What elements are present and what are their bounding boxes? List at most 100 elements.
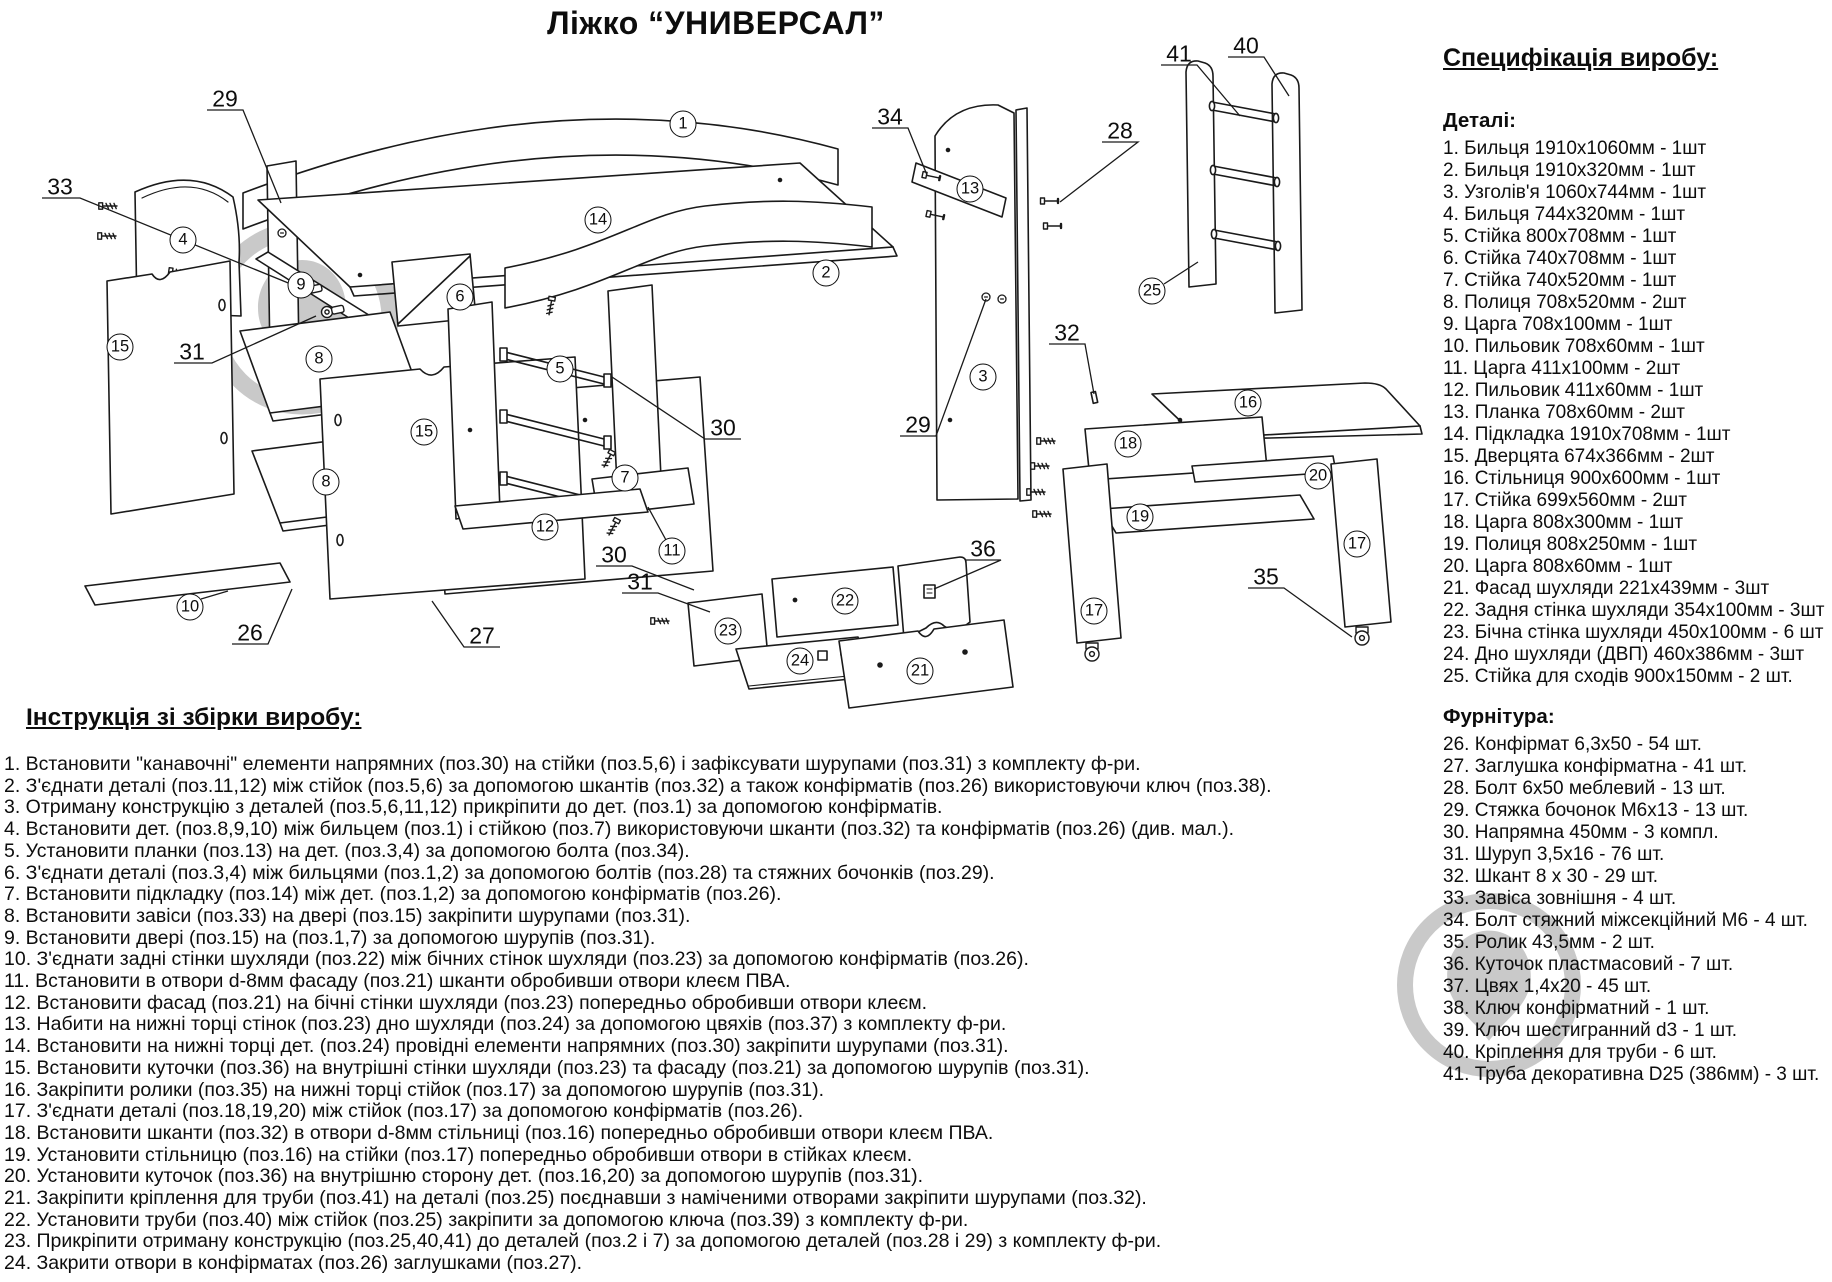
leader-line-25 (1163, 261, 1199, 285)
spec-part-item: 4. Бильця 744х320мм - 1шт (1443, 204, 1686, 225)
spec-hardware-item: 35. Ролик 43,5мм - 2 шт. (1443, 932, 1655, 953)
spec-part-item: 18. Царга 808х300мм - 1шт (1443, 512, 1684, 533)
corner-bracket (923, 584, 936, 599)
leader-line-34 (872, 127, 928, 176)
spec-part-item: 24. Дно шухляди (ДВП) 460х386мм - 3шт (1443, 644, 1805, 665)
instruction-step: 21. Закріпити кріплення для труби (поз.4… (4, 1187, 1147, 1210)
assembly-instructions: Інструкція зі збірки виробу: 1. Встанови… (4, 704, 1440, 1275)
instruction-step: 4. Встановити дет. (поз.8,9,10) між биль… (4, 818, 1235, 841)
spec-part-item: 5. Стійка 800х708мм - 1шт (1443, 226, 1677, 247)
spec-hardware-item: 27. Заглушка конфірматна - 41 шт. (1443, 756, 1748, 777)
spec-part-item: 11. Царга 411х100мм - 2шт (1443, 358, 1681, 379)
instruction-step: 10. З'єднати задні стінки шухляди (поз.2… (4, 948, 1029, 971)
instruction-step: 2. З'єднати деталі (поз.11,12) між стійо… (4, 774, 1272, 797)
spec-hardware-item: 39. Ключ шестигранний d3 - 1 шт. (1443, 1020, 1738, 1041)
spec-part-item: 25. Стійка для сходів 900х150мм - 2 шт. (1443, 666, 1793, 687)
leader-line-31 (622, 592, 711, 613)
leader-line-40 (1228, 56, 1290, 97)
leader-line-26 (232, 588, 293, 645)
spec-heading: Специфікація виробу: (1443, 44, 1719, 72)
part-22-drawer-back (771, 566, 899, 638)
spec-hardware-item: 28. Болт 6х50 меблевий - 13 шт. (1443, 778, 1726, 799)
spec-part-item: 10. Пильовик 708х60мм - 1шт (1443, 336, 1705, 357)
instruction-step: 16. Закріпити ролики (поз.35) на нижні т… (4, 1078, 824, 1101)
instruction-step: 11. Встановити в отвори d-8мм фасаду (по… (4, 970, 791, 993)
part-3-uzgolivya (934, 104, 1019, 501)
instruction-step: 7. Встановити підкладку (поз.14) між дет… (4, 883, 782, 906)
instruction-step: 20. Установити куточок (поз.36) на внутр… (4, 1165, 924, 1188)
instruction-step: 5. Установити планки (поз.13) на дет. (п… (4, 839, 690, 862)
spec-hardware-item: 36. Куточок пластмасовий - 7 шт. (1443, 954, 1734, 975)
spec-hardware-item: 33. Завіса зовнішня - 4 шт. (1443, 888, 1677, 909)
spec-part-item: 3. Узголів'я 1060х744мм - 1шт (1443, 182, 1707, 203)
spec-part-item: 8. Полиця 708х520мм - 2шт (1443, 292, 1687, 313)
instruction-step: 8. Встановити завіси (поз.33) на двері (… (4, 904, 691, 927)
instruction-step: 13. Набити на нижні торці стінок (поз.23… (4, 1013, 1007, 1036)
leader-line-32 (1049, 343, 1095, 395)
leader-line-27 (431, 600, 500, 648)
spec-hardware-item: 41. Труба декоративна D25 (386мм) - 3 шт… (1443, 1064, 1820, 1085)
spec-part-item: 9. Царга 708х100мм - 1шт (1443, 314, 1673, 335)
spec-hardware-item: 29. Стяжка бочонок М6х13 - 13 шт. (1443, 800, 1749, 821)
spec-part-item: 13. Планка 708х60мм - 2шт (1443, 402, 1685, 423)
part-10-pylovyk (84, 562, 291, 606)
spec-part-item: 6. Стійка 740х708мм - 1шт (1443, 248, 1677, 269)
spec-part-item: 17. Стійка 699х560мм - 2шт (1443, 490, 1687, 511)
instruction-step: 15. Встановити куточки (поз.36) на внутр… (4, 1056, 1090, 1079)
part-17-stiyka (1330, 458, 1392, 628)
spec-hardware-item: 31. Шуруп 3,5х16 - 76 шт. (1443, 844, 1665, 865)
instruction-step: 3. Отриману конструкцію з деталей (поз.5… (4, 796, 943, 819)
part-21-drawer-front (838, 619, 1014, 709)
part-2-bilets (504, 200, 873, 309)
instruction-step: 9. Встановити двері (поз.15) на (поз.1,7… (4, 926, 656, 949)
spec-part-item: 21. Фасад шухляди 221х439мм - 3шт (1443, 578, 1770, 599)
spec-part-item: 1. Бильця 1910х1060мм - 1шт (1443, 138, 1707, 159)
leader-line-35 (1248, 587, 1353, 638)
spec-hardware-item: 38. Ключ конфірматний - 1 шт. (1443, 998, 1710, 1019)
leader-line-33 (42, 197, 304, 290)
leader-line-29 (207, 109, 282, 204)
instruction-step: 17. З'єднати деталі (поз.18,19,20) між с… (4, 1100, 804, 1123)
leader-line-28 (1059, 141, 1140, 203)
specification-panel: Специфікація виробу: Деталі: 1. Бильця 1… (1443, 44, 1831, 1103)
spec-part-item: 2. Бильця 1910х320мм - 1шт (1443, 160, 1696, 181)
spec-hardware-item: 26. Конфірмат 6,3х50 - 54 шт. (1443, 734, 1702, 755)
instruction-step: 12. Встановити фасад (поз.21) на бічні с… (4, 991, 928, 1014)
spec-part-item: 20. Царга 808х60мм - 1шт (1443, 556, 1673, 577)
spec-part-item: 14. Підкладка 1910х708мм - 1шт (1443, 424, 1731, 445)
leader-line-11 (647, 506, 667, 541)
parts-heading: Деталі: (1443, 109, 1516, 132)
leader-line-30 (596, 565, 695, 591)
part-1-bilets (242, 118, 839, 230)
spec-part-item: 22. Задня стінка шухляди 354х100мм - 3шт (1443, 600, 1825, 621)
instruction-step: 18. Встановити шканти (поз.32) в отвори … (4, 1121, 994, 1144)
spec-part-item: 7. Стійка 740х520мм - 1шт (1443, 270, 1677, 291)
part-17-stiyka (1062, 463, 1122, 644)
page-title: Ліжко “УНИВЕРСАЛ” (547, 5, 885, 41)
spec-part-item: 16. Стільниця 900х600мм - 1шт (1443, 468, 1721, 489)
leader-line-41 (1161, 64, 1241, 117)
hardware-heading: Фурнітура: (1443, 705, 1555, 728)
instruction-step: 14. Встановити на нижні торці дет. (поз.… (4, 1035, 1009, 1058)
instruction-step: 23. Прикріпити отриману конструкцію (поз… (4, 1230, 1162, 1253)
part-19-shelf (1101, 494, 1315, 534)
leader-line-10 (200, 590, 229, 600)
spec-part-item: 19. Полиця 808х250мм - 1шт (1443, 534, 1698, 555)
callout-leader-lines (42, 56, 1353, 648)
instruction-steps: 1. Встановити "канавочні" елементи напря… (4, 753, 1440, 1275)
part-25-ladder-rail (1271, 72, 1303, 314)
spec-part-item: 23. Бічна стінка шухляди 450х100мм - 6 ш… (1443, 622, 1824, 643)
instructions-heading: Інструкція зі збірки виробу: (26, 704, 362, 731)
part-15-door (106, 260, 235, 515)
leader-line-31 (174, 315, 317, 364)
spec-hardware-item: 37. Цвях 1,4х20 - 45 шт. (1443, 976, 1652, 997)
spec-hardware-item: 30. Напрямна 450мм - 3 компл. (1443, 822, 1719, 843)
instruction-step: 6. З'єднати деталі (поз.3,4) між бильцям… (4, 861, 995, 884)
spec-hardware-item: 32. Шкант 8 х 30 - 29 шт. (1443, 866, 1659, 887)
hardware-list: 26. Конфірмат 6,3х50 - 54 шт.27. Заглушк… (1443, 734, 1831, 1086)
instruction-step: 1. Встановити "канавочні" елементи напря… (4, 753, 1141, 775)
spec-part-item: 12. Пильовик 411х60мм - 1шт (1443, 380, 1704, 401)
leader-line-29 (900, 298, 987, 437)
